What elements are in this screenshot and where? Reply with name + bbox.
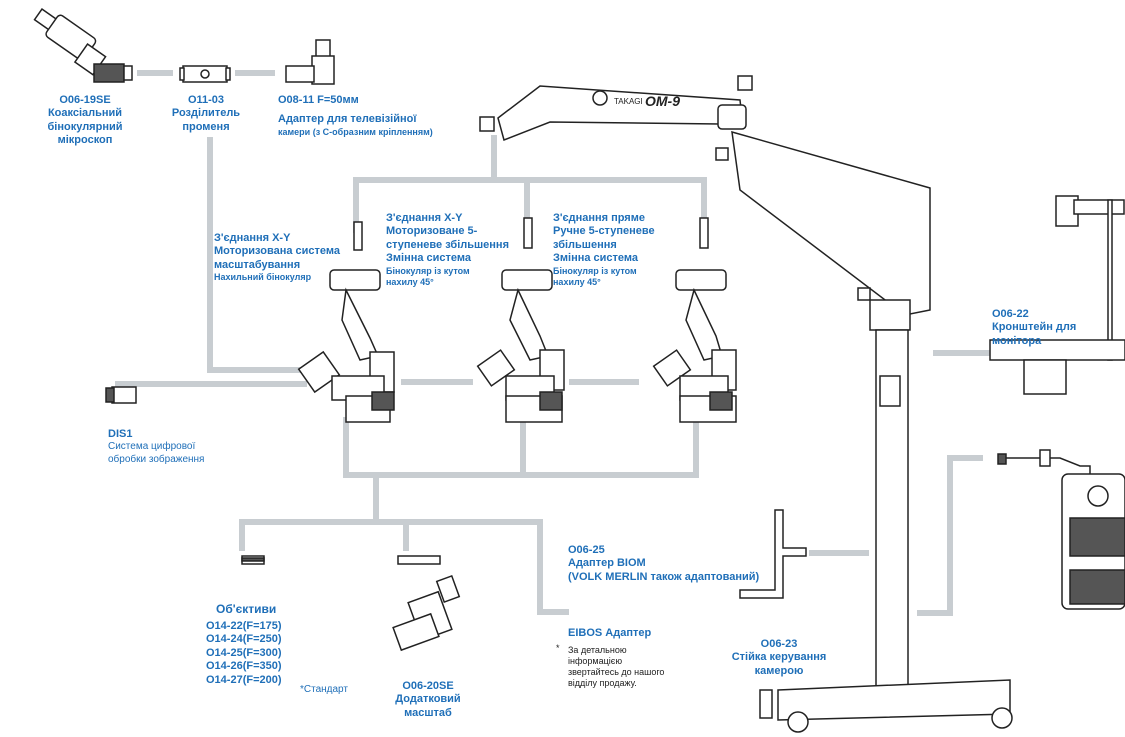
- tv-adapter-line2: камери (з С-образним кріпленням): [278, 126, 433, 137]
- tv-adapter-icon: [285, 39, 335, 85]
- eibos-note2: інформацією: [568, 655, 623, 666]
- xy-5step-line2: Моторизоване 5-: [386, 225, 478, 238]
- xy-zoom-head-icon: [297, 221, 395, 423]
- eibos-note-mark: *: [556, 643, 560, 653]
- xy-zoom-line2: Моторизована система: [214, 245, 340, 258]
- camera-stand-code: O06-23: [760, 638, 798, 650]
- biom-line2: (VOLK MERLIN також адаптований): [568, 570, 760, 583]
- label-direct: З'єднання пряме Ручне 5-ступеневе збільш…: [553, 212, 655, 288]
- eibos-note1: За детальною: [568, 645, 627, 655]
- label-xy-5step: З'єднання X-Y Моторизоване 5- ступеневе …: [386, 212, 509, 288]
- extra-zoom-line2: масштаб: [404, 706, 452, 719]
- coaxial-line1: Коаксіальний: [47, 107, 123, 120]
- objectives-title: Об'єктиви: [216, 602, 277, 616]
- direct-line3: збільшення: [553, 238, 617, 251]
- eibos-note: За детальною інформацією звертайтесь до …: [568, 645, 664, 689]
- direct-line1: З'єднання пряме: [553, 212, 645, 224]
- label-xy-zoom: З'єднання X-Y Моторизована система масшт…: [214, 232, 340, 283]
- label-biom: O06-25 Адаптер BIOM (VOLK MERLIN також а…: [568, 544, 759, 584]
- coaxial-line2: бінокулярний: [47, 120, 123, 133]
- objective-lens-icon: [241, 555, 265, 565]
- monitor-bracket-line2: монітора: [992, 334, 1042, 347]
- direct-5step-head-icon: [652, 217, 737, 423]
- objective-item: O14-24(F=250): [206, 633, 282, 646]
- xy-5step-line4: Змінна система: [386, 252, 472, 265]
- brand-text: TAKAGI: [614, 97, 643, 106]
- monitor-bracket-icon: [989, 195, 1125, 395]
- monitor-bracket-code: O06-22: [992, 308, 1029, 320]
- coaxial-microscope-icon: [33, 8, 133, 83]
- splitter-line2: променя: [182, 120, 230, 133]
- biom-adapter-icon: [739, 509, 807, 599]
- tv-adapter-code: O08-11 F=50мм: [278, 94, 359, 106]
- biom-line1: Адаптер BIOM: [568, 557, 646, 570]
- coaxial-code: O06-19SE: [59, 94, 111, 106]
- label-extra-zoom: O06-20SE Додатковий масштаб: [378, 680, 478, 720]
- eibos-note4: відділу продажу.: [568, 677, 637, 688]
- biom-code: O06-25: [568, 544, 605, 556]
- objectives-list: O14-22(F=175) O14-24(F=250) O14-25(F=300…: [206, 620, 282, 687]
- xy-5step-line3: ступеневе збільшення: [386, 238, 509, 251]
- connector-lines: [115, 70, 993, 616]
- beam-splitter-icon: [179, 65, 231, 83]
- label-monitor-bracket: O06-22 Кронштейн для монітора: [992, 308, 1076, 348]
- camera-stand-line1: Стійка керування: [731, 651, 827, 664]
- monitor-bracket-line1: Кронштейн для: [992, 321, 1077, 334]
- direct-line6: нахилу 45°: [553, 276, 601, 287]
- extra-zoom-code: O06-20SE: [402, 680, 454, 692]
- direct-line5: Бінокуляр із кутом: [553, 265, 637, 276]
- splitter-code: O11-03: [187, 94, 225, 106]
- coaxial-line3: мікроскоп: [57, 134, 113, 147]
- direct-line4: Змінна система: [553, 252, 639, 265]
- xy-5step-line5: Бінокуляр із кутом: [386, 265, 470, 276]
- splitter-line1: Розділитель: [171, 107, 241, 120]
- xy-zoom-line1: З'єднання X-Y: [214, 232, 291, 244]
- extra-zoom-icon: [392, 555, 461, 652]
- label-dis1: DIS1 Система цифрової обробки зображення: [108, 428, 204, 466]
- dis1-line1: Система цифрової: [108, 441, 196, 453]
- objective-item: O14-25(F=300): [206, 646, 282, 659]
- objective-item: O14-27(F=200): [206, 673, 282, 686]
- direct-line2: Ручне 5-ступеневе: [553, 225, 655, 238]
- dis1-line2: обробки зображення: [108, 453, 205, 465]
- model-logo: OM-9: [645, 93, 680, 109]
- objective-item: O14-26(F=350): [206, 660, 282, 673]
- xy-5step-line6: нахилу 45°: [386, 276, 434, 287]
- stand-column-icon: [759, 329, 1013, 733]
- eibos-title: EIBOS Адаптер: [568, 627, 652, 639]
- dis1-code: DIS1: [108, 428, 133, 440]
- xy-zoom-line4: Нахильний бінокуляр: [214, 272, 312, 283]
- objectives-standard-note: *Стандарт: [300, 684, 348, 695]
- label-camera-stand: O06-23 Стійка керування камерою: [704, 638, 854, 678]
- om9-microscope-arm-icon: [479, 75, 931, 331]
- xy-5step-line1: З'єднання X-Y: [386, 212, 463, 224]
- xy-5step-head-icon: [476, 217, 565, 423]
- xy-zoom-line3: масштабування: [214, 258, 301, 271]
- tv-adapter-line1: Адаптер для телевізійної: [278, 113, 417, 126]
- camera-stand-line2: камерою: [754, 664, 804, 677]
- label-splitter: O11-03 Розділитель променя: [156, 94, 256, 134]
- label-tv-adapter: O08-11 F=50мм Адаптер для телевізійної к…: [278, 94, 433, 138]
- eibos-note3: звертайтесь до нашого: [568, 666, 665, 677]
- objective-item: O14-22(F=175): [206, 620, 282, 632]
- camera-control-box-icon: [997, 449, 1125, 610]
- extra-zoom-line1: Додатковий: [395, 693, 461, 706]
- dis1-device-icon: [105, 386, 137, 404]
- label-coaxial: O06-19SE Коаксіальний бінокулярний мікро…: [30, 94, 140, 148]
